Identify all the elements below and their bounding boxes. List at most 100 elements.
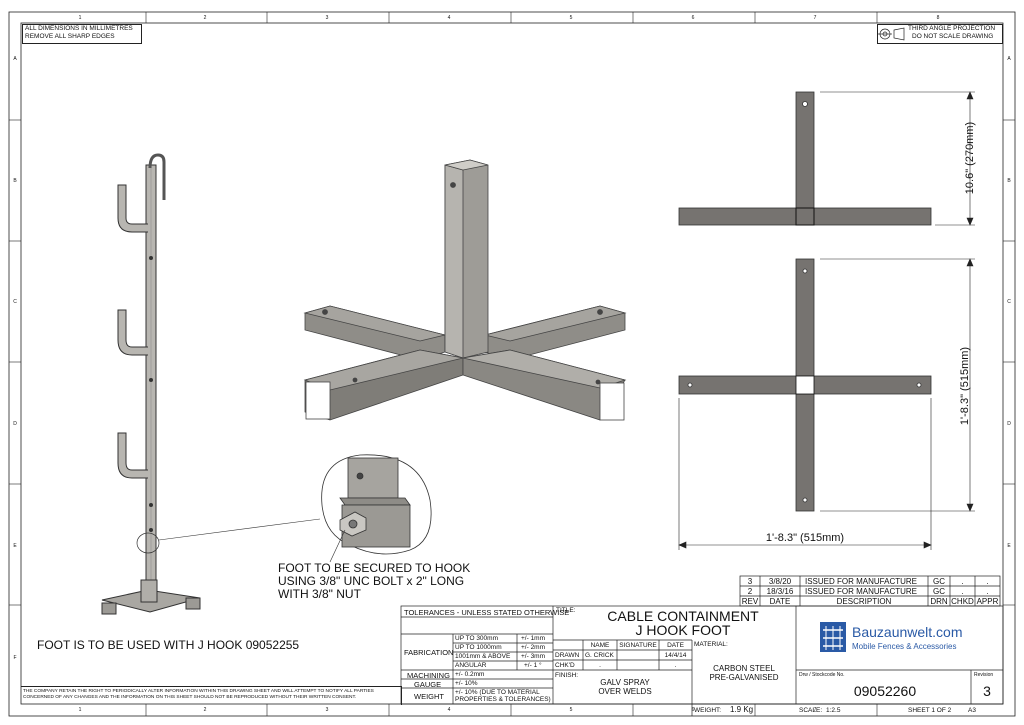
vertical-dimension-top xyxy=(820,91,975,226)
revision-label: Revision xyxy=(974,672,994,678)
j-hook-assembly-view xyxy=(101,153,201,615)
scale-value: 1:2.5 xyxy=(826,707,841,714)
disclaimer-line-1: THE COMPANY RETAIN THE RIGHT TO PERIODIC… xyxy=(23,689,374,694)
name-header: NAME xyxy=(590,642,610,649)
drawing-number: 09052260 xyxy=(853,683,917,699)
company-tagline: Mobile Fences & Accessories xyxy=(852,642,957,651)
title-block-grid xyxy=(400,575,1004,716)
rev-row-1-appr: . xyxy=(986,577,989,586)
notes-box-top-left xyxy=(22,24,142,44)
fabrication-label: FABRICATION xyxy=(404,648,454,657)
fab-tol-2: +/- 2mm xyxy=(521,644,546,651)
fab-tol-4: +/- 1 ° xyxy=(524,662,542,669)
foot-note-leader xyxy=(329,529,346,563)
note-dimensions: ALL DIMENSIONS IN MILLIMETRES xyxy=(25,25,133,32)
rev-row-2-chkd: . xyxy=(961,587,964,596)
row-label-e-right: E xyxy=(1007,543,1011,549)
row-label-b-right: B xyxy=(1007,178,1011,184)
col-label-8: 8 xyxy=(936,15,940,21)
note-sharp-edges: REMOVE ALL SHARP EDGES xyxy=(25,33,115,40)
dimension-vertical-plan: 1'-8.3" (515mm) xyxy=(959,346,971,426)
drawing-number-label: Drw / Stockcode No. xyxy=(799,672,845,678)
rev-row-2-desc: ISSUED FOR MANUFACTURE xyxy=(805,587,918,596)
row-label-b: B xyxy=(13,178,17,184)
fab-range-4: ANGULAR xyxy=(455,662,487,669)
outer-border xyxy=(8,11,1016,717)
col-label-3-bottom: 3 xyxy=(325,707,329,713)
material-label: MATERIAL: xyxy=(694,641,728,648)
tolerances-header: TOLERANCES - UNLESS STATED OTHERWISE xyxy=(404,608,570,617)
rev-row-2-appr: . xyxy=(986,587,989,596)
signature-header: SIGNATURE xyxy=(619,642,657,649)
rev-header-appr: APPR xyxy=(976,597,999,606)
col-label-1-bottom: 1 xyxy=(78,707,82,713)
fab-range-1: UP TO 300mm xyxy=(455,635,498,642)
sheet-size: A3 xyxy=(968,707,976,714)
dimension-horizontal-plan: 1'-8.3" (515mm) xyxy=(765,532,845,544)
checked-label: CHK'D xyxy=(555,662,575,669)
weight-value: 1.9 Kg xyxy=(730,705,754,714)
col-label-4: 4 xyxy=(447,15,451,21)
rev-row-2-rev: 2 xyxy=(747,587,753,596)
gauge-tol: +/- 10% xyxy=(455,680,478,687)
row-label-a-right: A xyxy=(1007,56,1011,62)
col-label-6-bottom: 6 xyxy=(691,707,695,713)
detail-leader xyxy=(158,518,321,541)
drawing-title-line-2: J HOOK FOOT xyxy=(635,622,731,638)
company-name: Bauzaunwelt.com xyxy=(852,624,963,640)
rev-header-chkd: CHKD xyxy=(951,597,974,606)
rev-header-date: DATE xyxy=(769,597,791,606)
disclaimer-box xyxy=(21,686,402,705)
material-line-1: CARBON STEEL xyxy=(713,664,775,673)
rev-row-2-drn: GC xyxy=(933,587,945,596)
title-label: TITLE: xyxy=(556,607,576,614)
rev-header-rev: REV xyxy=(741,597,759,606)
col-label-1: 1 xyxy=(78,15,82,21)
notes-box-top-right xyxy=(877,24,1003,44)
col-label-7: 7 xyxy=(813,15,817,21)
col-label-4-bottom: 4 xyxy=(447,707,451,713)
horizontal-dimension-plan xyxy=(678,398,932,550)
row-label-d-right: D xyxy=(1007,421,1011,427)
row-label-e: E xyxy=(13,543,17,549)
col-label-3: 3 xyxy=(325,15,329,21)
detail-view xyxy=(321,454,432,555)
row-label-d: D xyxy=(13,421,17,427)
row-label-c: C xyxy=(13,299,17,305)
checked-name: . xyxy=(599,662,601,669)
rev-row-1-date: 3/8/20 xyxy=(768,577,792,586)
foot-note-line-1: FOOT TO BE SECURED TO HOOK xyxy=(278,561,471,575)
note-projection: THIRD ANGLE PROJECTION xyxy=(908,25,996,32)
disclaimer-line-2: CONCERNED OF ANY CHANGES AND THE INFORMA… xyxy=(23,695,357,700)
fab-range-2: UP TO 1000mm xyxy=(455,644,502,651)
rev-row-1-rev: 3 xyxy=(747,577,753,586)
fab-range-3: 1001mm & ABOVE xyxy=(455,653,511,660)
rev-row-1-drn: GC xyxy=(933,577,945,586)
zone-ticks xyxy=(9,12,1015,716)
drawn-name: G. CRICK xyxy=(585,652,614,659)
fab-tol-1: +/- 1mm xyxy=(521,635,546,642)
date-header: DATE xyxy=(667,642,684,649)
row-label-f: F xyxy=(13,655,17,661)
scale-label: SCALE: xyxy=(799,707,823,714)
col-label-7-bottom: 7 xyxy=(813,707,817,713)
finish-label: FINISH: xyxy=(555,672,579,679)
weight-tol-line-1: +/- 10% (DUE TO MATERIAL xyxy=(455,689,540,696)
col-label-2-bottom: 2 xyxy=(203,707,207,713)
weight-tol-label: WEIGHT xyxy=(414,692,444,701)
note-do-not-scale: DO NOT SCALE DRAWING xyxy=(912,33,994,40)
row-label-c-right: C xyxy=(1007,299,1011,305)
machining-tol: +/- 0.2mm xyxy=(455,671,485,678)
projection-symbol-icon xyxy=(878,27,905,41)
fab-tol-3: +/- 3mm xyxy=(521,653,546,660)
foot-note-line-2: USING 3/8" UNC BOLT x 2" LONG xyxy=(278,574,465,588)
dimension-vertical-top: 10.6" (270mm) xyxy=(964,121,976,195)
revision-value: 3 xyxy=(983,683,991,699)
rev-row-2-date: 18/3/16 xyxy=(766,587,794,596)
col-label-2: 2 xyxy=(203,15,207,21)
col-label-6: 6 xyxy=(691,15,695,21)
elevation-view xyxy=(678,91,932,226)
vertical-dimension-plan xyxy=(820,258,975,512)
finish-line-2: OVER WELDS xyxy=(598,687,652,696)
